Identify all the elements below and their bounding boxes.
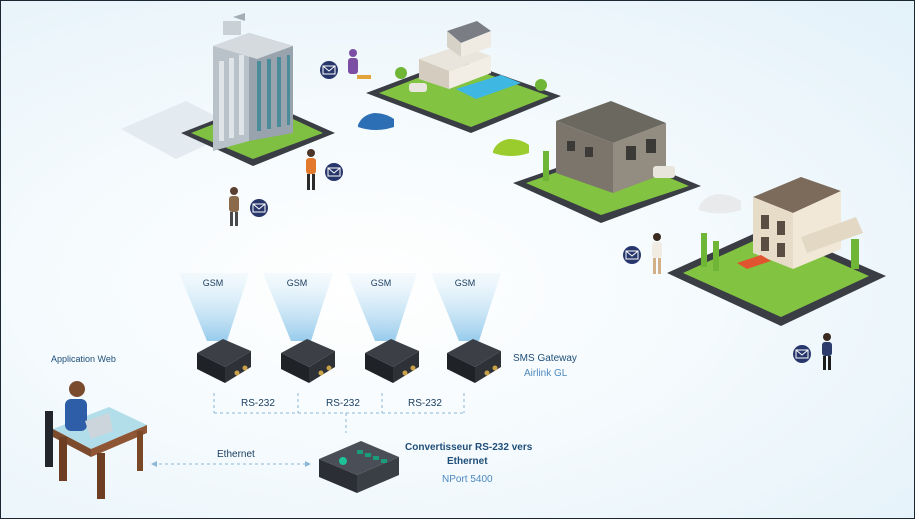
gsm-beams [179,273,501,341]
sms-gateway-device [197,339,251,383]
grey-house-block [513,101,701,223]
rs232-bus [153,393,465,465]
tower-block [121,13,335,166]
gsm-label-1: GSM [202,278,224,288]
converter-title-line2: Ethernet [447,456,488,467]
converter-title-line1: Convertisseur RS-232 vers [405,442,533,453]
rs232-label-1: RS-232 [241,398,275,409]
sms-gateway-devices [197,339,501,383]
message-icons [250,61,811,363]
sms-gateway-device [365,339,419,383]
web-application-workstation [45,381,147,499]
mail-icon [320,61,338,79]
application-web-label: Application Web [51,354,116,364]
gsm-label-2: GSM [286,278,308,288]
ethernet-arrow-heads [151,461,311,467]
sms-gateway-device [447,339,501,383]
converter-model: NPort 5400 [442,474,493,485]
mail-icon [325,163,343,181]
mail-icon [623,246,641,264]
rs232-label-2: RS-232 [326,398,360,409]
people [229,49,832,370]
sms-gateway-device [281,339,335,383]
villa-pool-block [366,21,561,133]
gsm-label-4: GSM [454,278,476,288]
serial-converter-device [319,441,399,493]
sms-gateway-model: Airlink GL [524,368,568,379]
mail-icon [793,345,811,363]
gsm-label-3: GSM [370,278,392,288]
rs232-label-3: RS-232 [408,398,442,409]
big-villa-block [667,177,886,326]
sms-gateway-title: SMS Gateway [513,353,577,364]
mail-icon [250,199,268,217]
ethernet-label: Ethernet [217,449,255,460]
cars [358,113,741,214]
